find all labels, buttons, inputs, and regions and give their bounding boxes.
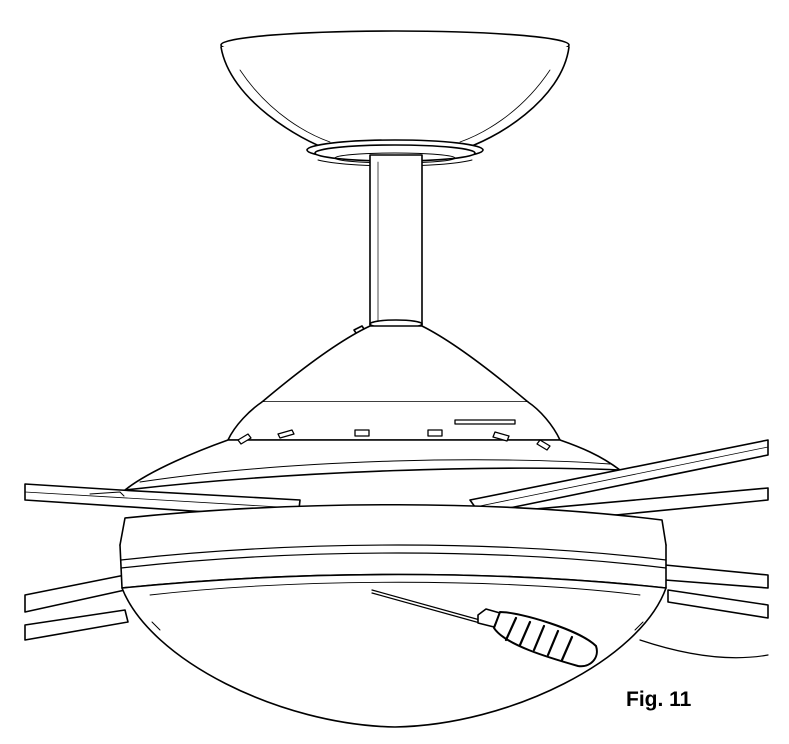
fan-blades <box>24 439 769 659</box>
screwdriver <box>371 589 598 668</box>
canopy <box>220 30 570 167</box>
glass-bowl <box>121 573 667 728</box>
motor-housing <box>124 325 621 491</box>
downrod <box>353 154 423 337</box>
figure-caption: Fig. 11 <box>626 688 692 711</box>
